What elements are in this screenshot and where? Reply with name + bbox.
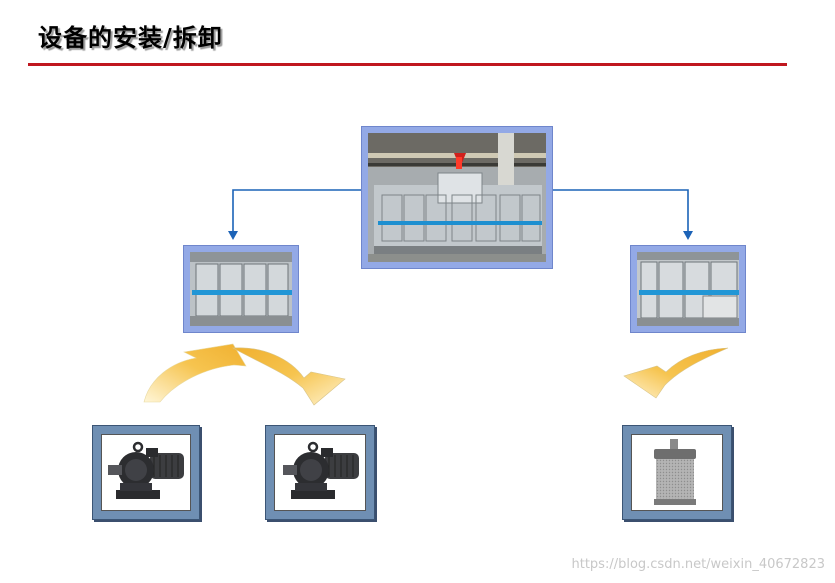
filter-node	[622, 425, 732, 520]
connector-right	[553, 189, 693, 240]
connector-left	[228, 189, 361, 240]
production-line-photo	[368, 133, 546, 262]
factory-line-node	[361, 126, 553, 269]
gear-motor-photo	[101, 434, 191, 511]
curved-arrow-up-icon	[143, 343, 247, 403]
module-left-node	[183, 245, 299, 333]
module-right-node	[630, 245, 746, 333]
arrowhead-icon	[228, 231, 238, 240]
arrowhead-icon	[683, 231, 693, 240]
curved-arrow-return-icon	[623, 347, 729, 399]
curved-arrow-down-icon	[231, 347, 346, 406]
machine-module-photo	[637, 252, 739, 326]
motor-1-node	[92, 425, 200, 520]
motor-2-node	[265, 425, 375, 520]
gear-motor-photo	[274, 434, 366, 511]
page-title: 设备的安装/拆卸	[38, 23, 223, 52]
filter-cartridge-photo	[631, 434, 723, 511]
watermark: https://blog.csdn.net/weixin_40672823	[571, 557, 825, 572]
title-divider	[28, 63, 787, 66]
machine-module-photo	[190, 252, 292, 326]
